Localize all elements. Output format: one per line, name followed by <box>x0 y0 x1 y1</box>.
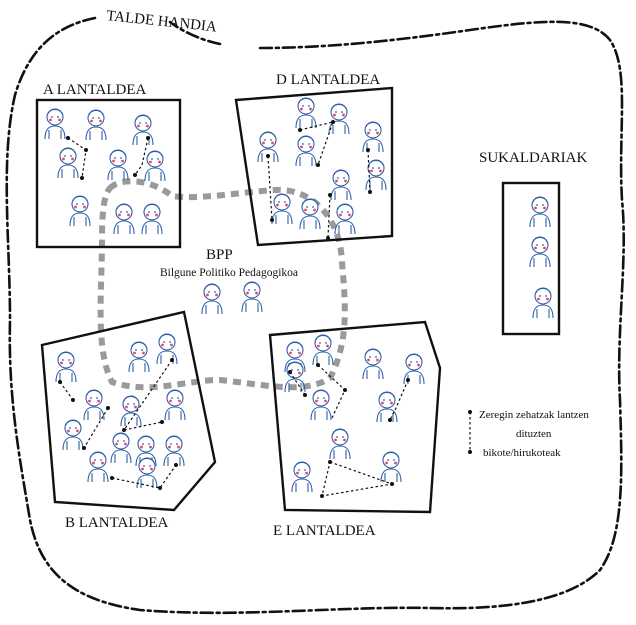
group-d-pair-link <box>367 149 371 193</box>
bpp-member <box>241 281 263 313</box>
bpp-abbr: BPP <box>206 247 233 263</box>
legend-line-3: bikote/hirukoteak <box>483 447 561 459</box>
kitchen-label: SUKALDARIAK <box>479 150 588 166</box>
group-a-member <box>107 149 129 181</box>
group-e: E LANTALDEA <box>268 320 442 539</box>
group-a-pair-link <box>134 137 149 176</box>
group-d-member <box>362 121 384 153</box>
group-d-member <box>328 103 350 135</box>
legend-line-2: dituzten <box>516 428 552 440</box>
kitchen-box <box>501 181 561 336</box>
group-b-member <box>163 435 185 467</box>
group-a-member <box>132 114 154 146</box>
group-a-member <box>141 203 163 235</box>
legend-node-symbol <box>468 410 472 414</box>
group-d-pair-link <box>299 121 334 166</box>
group-a-member <box>69 195 91 227</box>
group-e-member <box>380 451 402 483</box>
group-a: A LANTALDEA <box>35 82 182 249</box>
group-e-label: E LANTALDEA <box>273 523 376 539</box>
kitchen-member <box>529 236 551 268</box>
talde-handia-boundary <box>5 16 626 615</box>
group-e-member <box>376 391 398 423</box>
kitchen-member <box>529 196 551 228</box>
legend-line-1: Zeregin zehatzak lantzen <box>479 409 589 421</box>
group-a-member <box>44 108 66 140</box>
bpp-connection-path <box>97 178 348 391</box>
group-b-member <box>62 419 84 451</box>
group-b-label: B LANTALDEA <box>65 515 169 531</box>
group-b-pair-link <box>59 381 74 401</box>
group-a-member <box>85 109 107 141</box>
group-e-pair-link <box>321 461 395 497</box>
group-d-member <box>271 193 293 225</box>
group-b-box <box>40 310 217 512</box>
group-b-member <box>120 395 142 427</box>
group-d-member <box>295 97 317 129</box>
group-d-box <box>234 86 394 247</box>
group-b: B LANTALDEA <box>40 310 217 531</box>
group-e-member <box>312 334 334 366</box>
group-e-member <box>310 389 332 421</box>
talde-handia-boundary-end <box>168 20 222 46</box>
group-b-member <box>136 457 158 489</box>
group-b-member <box>110 432 132 464</box>
group-e-member <box>329 428 351 460</box>
group-d-member <box>330 169 352 201</box>
group-d-member <box>295 135 317 167</box>
group-b-member <box>156 333 178 365</box>
group-d-pair-link <box>327 194 331 239</box>
group-b-pair-link <box>111 464 177 489</box>
group-d-pair-link <box>267 155 273 221</box>
group-e-member <box>362 348 384 380</box>
group-b-member <box>55 351 77 383</box>
group-a-member <box>57 147 79 179</box>
group-a-box <box>35 98 182 249</box>
group-a-member <box>113 203 135 235</box>
group-a-label: A LANTALDEA <box>43 82 147 98</box>
group-d-label: D LANTALDEA <box>276 72 380 88</box>
group-d: D LANTALDEA <box>234 72 394 247</box>
group-b-member <box>83 389 105 421</box>
group-b-member <box>164 389 186 421</box>
legend: Zeregin zehatzak lantzen dituzten bikote… <box>468 409 589 459</box>
bpp-member <box>201 283 223 315</box>
kitchen-member <box>532 287 554 319</box>
group-a-member <box>144 150 166 182</box>
group-e-member <box>291 461 313 493</box>
group-bpp: BPP Bilgune Politiko Pedagogikoa <box>160 247 298 315</box>
group-e-box <box>268 320 442 514</box>
talde-handia-title: TALDE HANDIA <box>106 8 218 36</box>
legend-node-symbol <box>468 450 472 454</box>
group-b-pair-link <box>122 359 173 431</box>
group-e-pair-link <box>389 379 409 421</box>
group-b-member <box>128 341 150 373</box>
group-d-member <box>334 203 356 235</box>
group-b-member <box>87 451 109 483</box>
group-d-member <box>299 198 321 230</box>
group-kitchen: SUKALDARIAK <box>479 150 588 336</box>
bpp-full-name: Bilgune Politiko Pedagogikoa <box>160 267 298 279</box>
